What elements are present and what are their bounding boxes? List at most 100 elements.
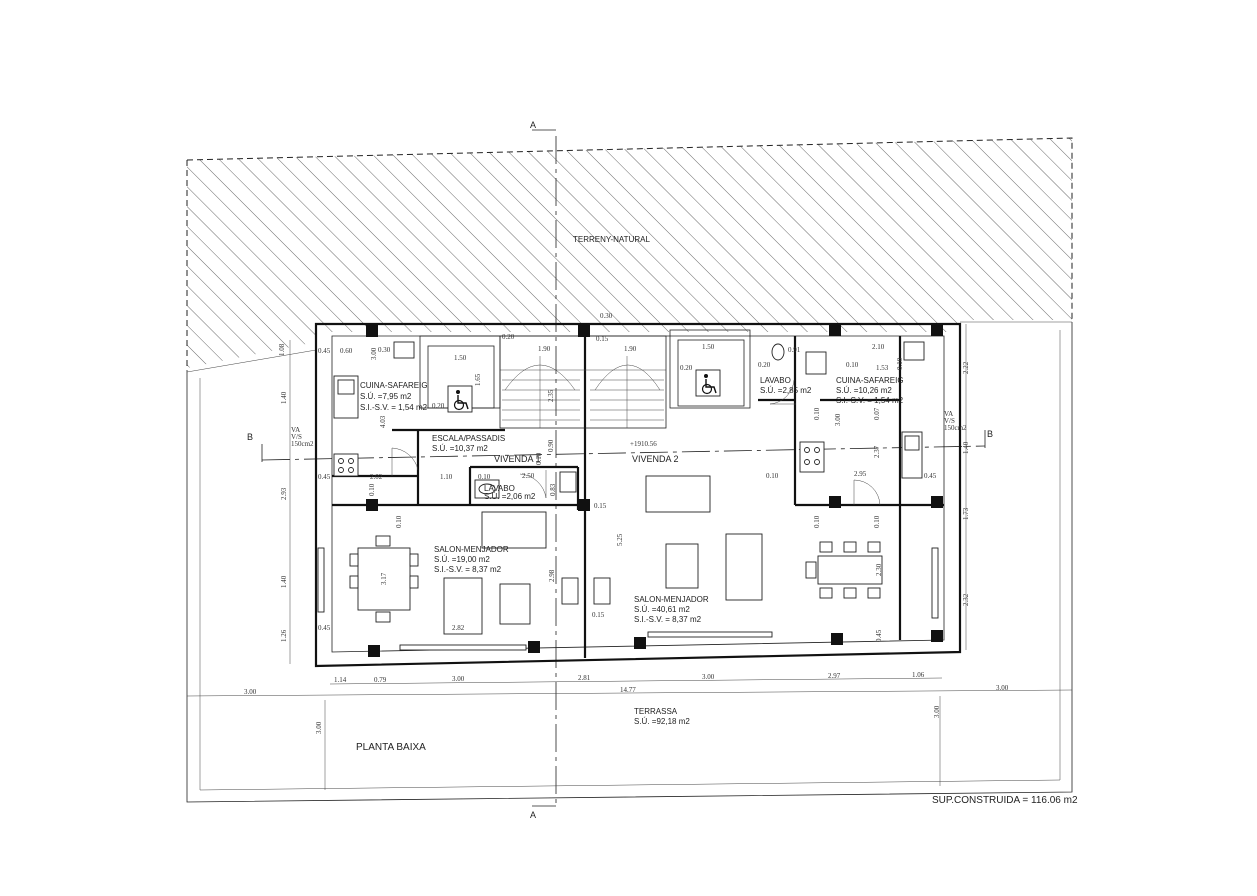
dim-label: 0.90 bbox=[547, 439, 555, 452]
room-name: ESCALA/PASSADIS bbox=[432, 434, 505, 443]
dim-label: 2.82 bbox=[452, 624, 465, 632]
dim-label: 1.08 bbox=[278, 343, 286, 356]
dim-label: 0.30 bbox=[378, 346, 391, 354]
south-windows bbox=[317, 547, 939, 651]
vivenda-1-label: VIVENDA 1 bbox=[494, 454, 541, 464]
dim-label: 0.10 bbox=[368, 483, 376, 496]
dim-label: 2.35 bbox=[547, 389, 555, 402]
va-label: VA bbox=[291, 426, 300, 434]
level-mark: +1910.56 bbox=[630, 440, 657, 448]
dim-label: 0.45 bbox=[318, 347, 331, 355]
dim-label: 3.00 bbox=[834, 413, 842, 426]
dim-label: 2.50 bbox=[522, 472, 535, 480]
room-useful-area: S.Ú. =2,06 m2 bbox=[484, 492, 536, 501]
dim-label: 1.10 bbox=[440, 473, 453, 481]
room-name: CUINA-SAFAREIG bbox=[836, 376, 904, 385]
wheelchair-icon bbox=[447, 385, 473, 413]
furniture-vivenda-1 bbox=[349, 511, 611, 635]
dim-label: 0.45 bbox=[875, 629, 883, 642]
dims-right: 2.22 1.40 1.73 2.32 bbox=[962, 361, 970, 606]
dim-label: 0.45 bbox=[318, 473, 331, 481]
room-label-terrassa: TERRASSA S.Ú. =92,18 m2 bbox=[634, 707, 690, 726]
dim-label: 1.06 bbox=[912, 671, 925, 679]
room-useful-area: S.Ú. =19,00 m2 bbox=[434, 555, 490, 564]
vs-label: V/S bbox=[944, 417, 955, 425]
dim-label: 2.10 bbox=[872, 343, 885, 351]
room-label-escala: ESCALA/PASSADIS S.Ú. =10,37 m2 bbox=[432, 434, 505, 453]
section-line-a: A A bbox=[530, 120, 557, 820]
dim-label: 0.45 bbox=[924, 472, 937, 480]
dim-label: 0.10 bbox=[896, 357, 904, 370]
dim-label: 0.07 bbox=[873, 407, 881, 420]
door-swings bbox=[391, 379, 881, 506]
vs-label: V/S bbox=[291, 433, 302, 441]
dim-label: 0.10 bbox=[846, 361, 859, 369]
dim-label: 5.25 bbox=[616, 533, 624, 546]
staircase bbox=[502, 356, 664, 428]
dim-label: 3.17 bbox=[380, 572, 388, 585]
dim-label: 0.10 bbox=[873, 515, 881, 528]
site-boundary bbox=[186, 321, 1073, 803]
dim-label: 0.15 bbox=[596, 335, 609, 343]
dim-label: 3.00 bbox=[244, 688, 257, 696]
room-label-lavabo-1: LAVABO S.Ú. =2,06 m2 bbox=[484, 484, 536, 501]
room-name: TERRASSA bbox=[634, 707, 678, 716]
dim-label: 1.40 bbox=[280, 575, 288, 588]
total-built-area: SUP.CONSTRUIDA = 116.06 m2 bbox=[932, 795, 1078, 806]
dim-label: 1.73 bbox=[962, 507, 970, 520]
dim-label: 1.50 bbox=[454, 354, 467, 362]
room-ventilation-area: S.I.-S.V. = 1,54 m2 bbox=[836, 396, 904, 405]
dim-label: 0.60 bbox=[340, 347, 353, 355]
room-useful-area: S.Ú. =10,26 m2 bbox=[836, 386, 892, 395]
dim-label: 0.10 bbox=[813, 407, 821, 420]
dim-label: 0.10 bbox=[535, 452, 543, 465]
dim-label: 3.00 bbox=[933, 705, 941, 718]
room-ventilation-area: S.I.-S.V. = 8,37 m2 bbox=[434, 565, 502, 574]
dim-label: 3.00 bbox=[370, 347, 378, 360]
dim-label: 0.20 bbox=[680, 364, 693, 372]
dim-label: 3.00 bbox=[315, 721, 323, 734]
dim-label: 0.10 bbox=[813, 515, 821, 528]
section-mark-b-right: B bbox=[987, 429, 993, 439]
dim-label: 0.20 bbox=[758, 361, 771, 369]
section-mark-b-left: B bbox=[247, 432, 253, 442]
room-useful-area: S.Ú. =2,85 m2 bbox=[760, 386, 812, 395]
dim-label: 1.40 bbox=[962, 441, 970, 454]
room-label-lavabo-2: LAVABO S.Ú. =2,85 m2 bbox=[760, 376, 812, 395]
dim-label: 2.98 bbox=[548, 569, 556, 582]
dim-label: 1.50 bbox=[702, 343, 715, 351]
room-name: SALON-MENJADOR bbox=[434, 545, 509, 554]
section-mark-a-top: A bbox=[530, 120, 536, 130]
room-useful-area: S.Ú. =92,18 m2 bbox=[634, 717, 690, 726]
dim-label: 2.02 bbox=[370, 473, 383, 481]
dim-label: 2.81 bbox=[578, 674, 591, 682]
terrain-hatch: TERRENY-NATURAL bbox=[186, 137, 1073, 368]
dim-label: 2.32 bbox=[962, 593, 970, 606]
dim-label: 0.10 bbox=[395, 515, 403, 528]
vent-area-label: 150cm2 bbox=[944, 424, 967, 432]
dim-label: 1.40 bbox=[280, 391, 288, 404]
dim-label: 0.20 bbox=[502, 333, 515, 341]
dim-label: 3.00 bbox=[996, 684, 1009, 692]
room-name: CUINA-SAFAREIG bbox=[360, 381, 428, 390]
section-mark-a-bottom: A bbox=[530, 810, 536, 820]
dim-label: 0.45 bbox=[318, 624, 331, 632]
dimension-lines bbox=[186, 324, 1073, 790]
dim-label: 1.14 bbox=[334, 676, 347, 684]
dims-left: 1.08 1.40 2.93 1.40 1.26 bbox=[278, 343, 288, 642]
ventilation-note-right: VA V/S 150cm2 bbox=[944, 410, 967, 432]
dim-label: 0.15 bbox=[592, 611, 605, 619]
structural-columns bbox=[366, 324, 943, 657]
terrain-label: TERRENY-NATURAL bbox=[573, 235, 650, 244]
dim-label: 1.65 bbox=[474, 373, 482, 386]
dim-label: 0.10 bbox=[766, 472, 779, 480]
dim-label: 2.37 bbox=[873, 445, 881, 458]
room-label-cuina-2: CUINA-SAFAREIG S.Ú. =10,26 m2 S.I.-S.V. … bbox=[836, 376, 904, 405]
ventilation-note-left: VA V/S 150cm2 bbox=[291, 426, 314, 448]
room-useful-area: S.Ú. =7,95 m2 bbox=[360, 392, 412, 401]
room-label-salon-2: SALON-MENJADOR S.Ú. =40,61 m2 S.I.-S.V. … bbox=[634, 595, 709, 624]
dim-label: 2.22 bbox=[962, 361, 970, 374]
dim-label: 1.53 bbox=[876, 364, 889, 372]
dim-label: 0.79 bbox=[374, 676, 387, 684]
